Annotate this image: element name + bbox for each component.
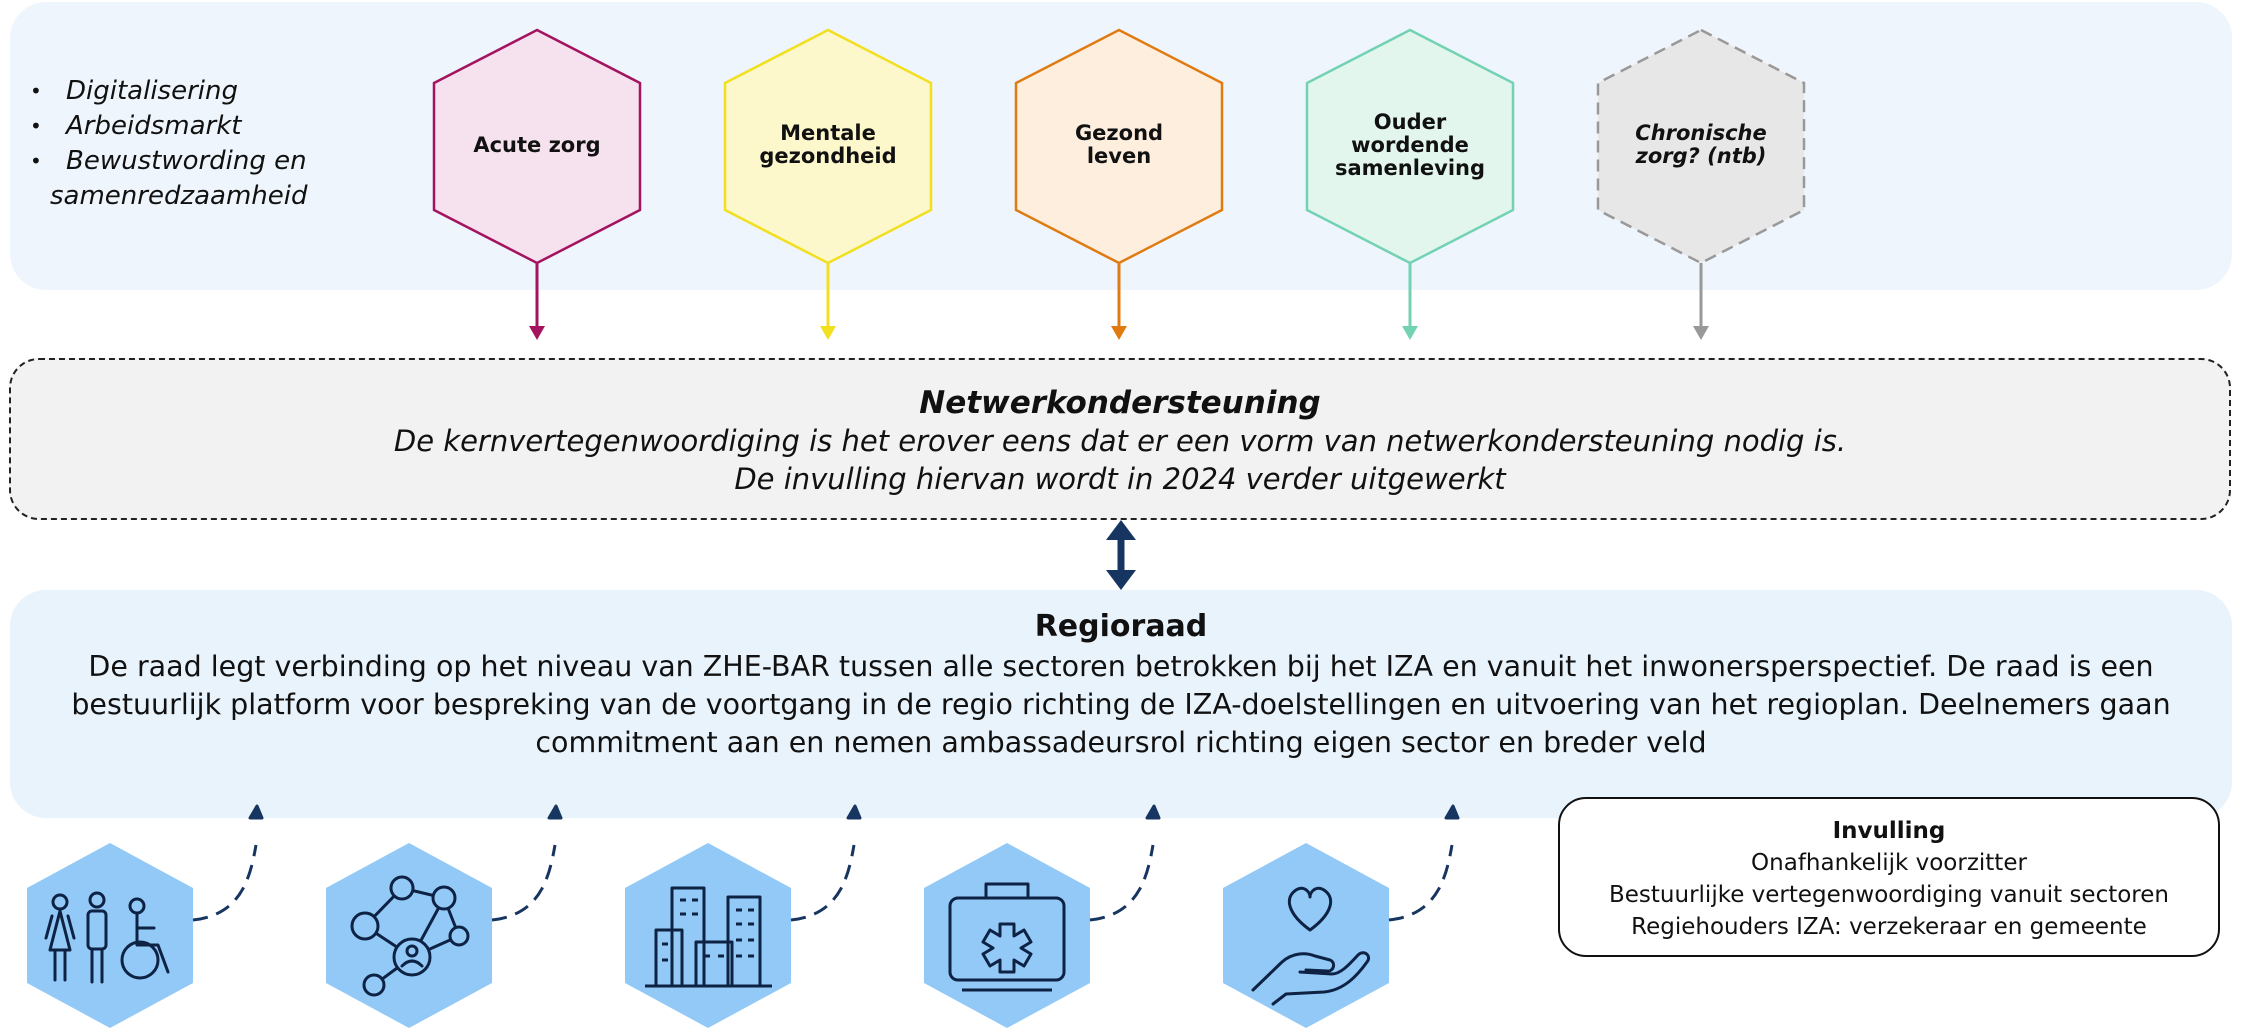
sector-hexagon-3: [625, 804, 862, 1028]
bullet-item: Digitalisering: [28, 74, 358, 109]
invulling-box: Invulling Onafhankelijk voorzitter Bestu…: [1558, 797, 2220, 957]
arrow-down-icon: [1111, 326, 1127, 340]
hex-label-acute-zorg: Acute zorg: [473, 132, 601, 157]
network-icon: [350, 875, 470, 997]
hexagon-chronische-zorg: [1596, 28, 1806, 340]
regioraad-panel: [10, 590, 2232, 818]
double-arrow-icon: [1106, 520, 1136, 590]
arrow-down-icon: [1693, 326, 1709, 340]
invulling-item: Bestuurlijke vertegenwoordiging vanuit s…: [1609, 882, 2169, 908]
sector-hexagon-1: [27, 804, 264, 1028]
arrow-down-icon: [1402, 326, 1418, 340]
heart-hand-icon: [1251, 886, 1371, 1006]
network-support-box: Netwerkondersteuning De kernvertegenwoor…: [9, 358, 2231, 520]
hexagon-mentale-gezondheid: [723, 28, 933, 340]
regioraad-description: De raad legt verbinding op het niveau va…: [71, 650, 2171, 759]
sector-hexagon-5: [1223, 804, 1460, 1028]
buildings-icon: [645, 886, 772, 988]
hexagon-gezond-leven: [1014, 28, 1224, 340]
network-title: Netwerkondersteuning: [919, 385, 1321, 421]
regioraad-title: Regioraad: [1034, 609, 1208, 644]
invulling-item: Onafhankelijk voorzitter: [1751, 850, 2027, 876]
sector-hexagon-2: [326, 804, 563, 1028]
theme-bullet-list: Digitalisering Arbeidsmarkt Bewustwordin…: [28, 74, 358, 214]
medical-kit-icon: [948, 882, 1066, 992]
invulling-title: Invulling: [1832, 818, 1946, 844]
network-line-2: De invulling hiervan wordt in 2024 verde…: [734, 462, 1506, 496]
bullet-continuation: samenredzaamheid: [50, 181, 308, 211]
people-accessibility-icon: [44, 891, 170, 984]
arrow-down-icon: [820, 326, 836, 340]
hexagon-acute-zorg: [432, 28, 642, 340]
arrow-down-icon: [529, 326, 545, 340]
theme-hexagons: [432, 28, 1806, 340]
hexagon-ouder-wordende-samenleving: [1305, 28, 1515, 340]
sector-hexagon-4: [924, 804, 1161, 1028]
invulling-item: Regiehouders IZA: verzekeraar en gemeent…: [1631, 914, 2147, 940]
bullet-item: Arbeidsmarkt: [28, 109, 358, 144]
network-line-1: De kernvertegenwoordiging is het erover …: [393, 424, 1847, 458]
